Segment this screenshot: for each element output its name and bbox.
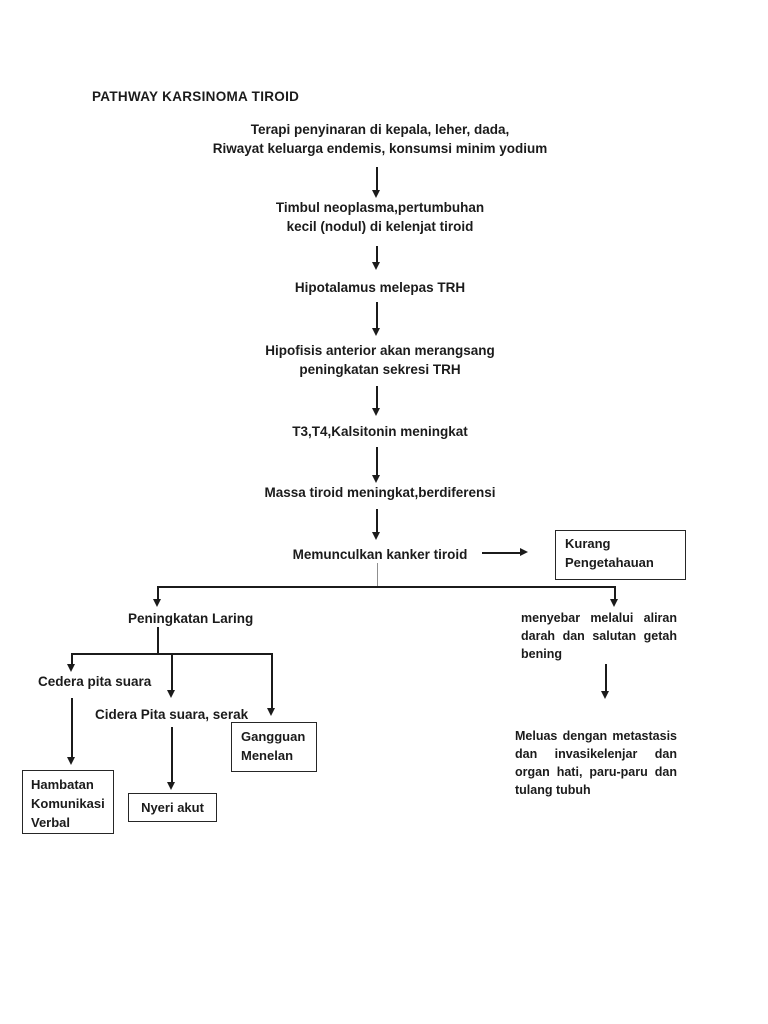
down-arrow-nyeri xyxy=(167,727,176,790)
flow-node-radiation-history: Terapi penyinaran di kepala, leher, dada… xyxy=(212,122,548,156)
flow-node-hipofisis-anterior: Hipofisis anterior akan merangsang penin… xyxy=(265,343,495,377)
text-line: tulang tubuh xyxy=(515,783,591,797)
label-cedera-pita-suara: Cedera pita suara xyxy=(38,674,152,689)
node-hambatan-komunikasi-verbal: Hambatan Komunikasi Verbal xyxy=(22,770,114,834)
node-gangguan-menelan: Gangguan Menelan xyxy=(231,722,317,772)
down-arrow-hambatan xyxy=(67,698,76,765)
down-arrow-connector-5 xyxy=(372,447,381,483)
down-arrow-right-branch xyxy=(610,588,619,607)
split-horizontal-line xyxy=(157,586,616,588)
flow-node-t3-t4-kalsitonin: T3,T4,Kalsitonin meningkat xyxy=(292,424,468,439)
down-arrow-connector-6 xyxy=(372,509,381,540)
split-stem-line xyxy=(377,563,378,587)
node-nyeri-akut: Nyeri akut xyxy=(128,793,217,822)
label-cidera-pita-suara-serak: Cidera Pita suara, serak xyxy=(95,707,249,722)
down-arrow-connector-3 xyxy=(372,302,381,336)
down-arrow-gangguan xyxy=(267,655,276,716)
page-title: PATHWAY KARSINOMA TIROID xyxy=(92,89,300,104)
down-arrow-connector-1 xyxy=(372,167,381,198)
laring-stem-line xyxy=(157,627,159,654)
down-arrow-cedera xyxy=(67,655,76,672)
right-arrow-connector xyxy=(482,548,528,557)
down-arrow-metastasis xyxy=(601,664,610,699)
label-peningkatan-laring: Peningkatan Laring xyxy=(128,611,254,626)
flow-node-neoplasma-nodul: Timbul neoplasma,pertumbuhan kecil (nodu… xyxy=(275,200,485,234)
flow-node-massa-tiroid: Massa tiroid meningkat,berdiferensi xyxy=(264,485,496,500)
down-arrow-connector-4 xyxy=(372,386,381,416)
flow-node-hipotalamus-trh: Hipotalamus melepas TRH xyxy=(294,280,466,295)
down-arrow-connector-2 xyxy=(372,246,381,270)
down-arrow-left-branch xyxy=(153,588,162,607)
laring-split-line xyxy=(71,653,273,655)
down-arrow-cidera xyxy=(167,655,176,698)
flow-node-kanker-tiroid: Memunculkan kanker tiroid xyxy=(292,547,468,562)
node-kurang-pengetahauan: Kurang Pengetahauan xyxy=(555,530,686,580)
text-line: bening xyxy=(521,647,562,661)
